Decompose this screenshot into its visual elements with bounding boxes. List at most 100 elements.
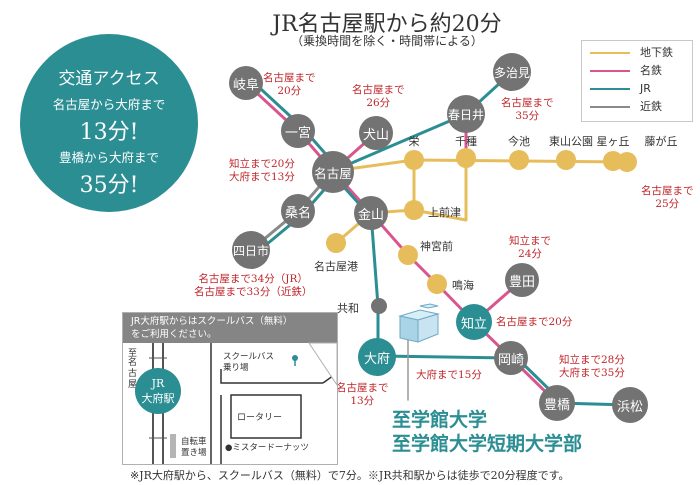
time-yokkaichi-bottom: 名古屋まで33分（近鉄） xyxy=(194,286,313,298)
inset-station-line2: 大府駅 xyxy=(141,392,175,405)
legend-item: JR xyxy=(590,81,690,97)
station-kanayama: 金山 xyxy=(354,196,388,230)
station-higashiyama-marker xyxy=(556,150,576,170)
time-yokkaichi: 名古屋まで34分（JR） 名古屋まで33分（近鉄） xyxy=(194,273,312,299)
station-toyohashi: 豊橋 xyxy=(539,385,575,421)
time-nagoya-top: 知立まで20分 xyxy=(229,158,295,170)
inset-bus-stop-line2: 乗り場 xyxy=(223,363,249,373)
station-nagoya: 名古屋 xyxy=(312,151,354,193)
inset-bus-stop-line1: スクールバス xyxy=(223,352,275,362)
inset-jr-obu-station: JR 大府駅 xyxy=(135,368,181,414)
page-subtitle: （乗換時間を除く・時間帯による） xyxy=(291,34,483,48)
time-kasugai: 名古屋まで 35分 xyxy=(501,97,554,123)
inset-bicycle-line2: 置き場 xyxy=(181,448,207,458)
time-obu-chiryu: 大府まで15分 xyxy=(416,369,482,381)
station-kyowa-label: 共和 xyxy=(337,302,359,315)
access-line2: 豊橋から大府まで xyxy=(58,150,159,165)
station-chikusa-label: 千種 xyxy=(455,135,477,148)
time-inuyama-top: 名古屋まで xyxy=(352,84,405,96)
legend-label: 近鉄 xyxy=(640,100,662,113)
time-chiryu: 名古屋まで20分 xyxy=(496,316,573,328)
station-obu: 大府 xyxy=(358,338,396,376)
legend-item: 近鉄 xyxy=(590,99,690,115)
access-line1: 名古屋から大府まで xyxy=(52,97,166,112)
time-inuyama: 名古屋まで 26分 xyxy=(352,84,405,110)
access-time2: 35分! xyxy=(79,173,139,198)
station-chiryu: 知立 xyxy=(456,304,492,340)
station-fujigaoka-marker xyxy=(617,152,637,172)
access-time1: 13分! xyxy=(79,120,139,145)
time-obu-bottom: 13分 xyxy=(350,395,375,407)
inset-note-line1: JR大府駅からはスクールバス（無料） xyxy=(131,316,293,327)
page-title: JR名古屋駅から約20分 xyxy=(272,12,502,37)
obu-station-inset-map: JR大府駅からはスクールバス（無料） をご利用ください。 至 名古屋 JR 大府… xyxy=(122,312,338,465)
time-fujigaoka-bottom: 25分 xyxy=(655,198,680,210)
time-kasugai-top: 名古屋まで xyxy=(501,97,554,109)
station-gifu: 岐阜 xyxy=(229,66,263,100)
time-toyota-bottom: 24分 xyxy=(518,248,542,260)
station-higashiyama-label: 東山公園 xyxy=(549,135,593,148)
station-imaike-label: 今池 xyxy=(508,135,530,148)
station-sakae-label: 栄 xyxy=(408,135,420,148)
time-toyota: 知立まで 24分 xyxy=(509,235,551,261)
college-name-junior: 至学館大学短期大学部 xyxy=(392,433,583,455)
legend-label: 名鉄 xyxy=(640,64,662,77)
time-yokkaichi-top: 名古屋まで34分（JR） xyxy=(198,273,308,285)
legend-swatch xyxy=(590,70,630,72)
station-nagoyako-label: 名古屋港 xyxy=(314,260,358,273)
time-fujigaoka-top: 名古屋まで xyxy=(641,185,694,197)
station-kasugai: 春日井 xyxy=(447,95,485,133)
inset-note-line2: をご利用ください。 xyxy=(131,329,217,340)
jr-line xyxy=(331,112,468,173)
legend-item: 地下鉄 xyxy=(590,45,690,61)
inset-direction-label: 至 xyxy=(128,349,138,359)
station-narumi-marker xyxy=(427,274,447,294)
campus-building-icon xyxy=(398,303,440,343)
station-jingumae-label: 神宮前 xyxy=(420,240,453,253)
time-gifu-top: 名古屋まで xyxy=(263,72,316,84)
time-nagoya-bottom: 大府まで13分 xyxy=(229,171,295,183)
station-kyowa-marker xyxy=(371,298,387,314)
time-obu-top: 名古屋まで xyxy=(336,382,389,394)
station-narumi-label: 鳴海 xyxy=(452,279,474,292)
station-jingumae-marker xyxy=(398,245,418,265)
station-inuyama: 犬山 xyxy=(359,116,393,150)
time-kasugai-bottom: 35分 xyxy=(515,110,540,122)
station-chikusa-marker xyxy=(456,148,476,168)
legend-swatch xyxy=(590,88,630,90)
inset-direction-name: 名古屋 xyxy=(128,358,138,390)
station-sakae-marker xyxy=(404,150,424,170)
time-okazaki-top: 知立まで28分 xyxy=(559,354,625,366)
inset-bicycle-line1: 自転車 xyxy=(181,437,207,447)
station-imaike-marker xyxy=(509,150,529,170)
station-fujigaoka-label: 藤が丘 xyxy=(644,135,678,148)
college-name: 至学館大学 xyxy=(392,409,488,431)
legend-swatch xyxy=(590,52,630,54)
legend-label: JR xyxy=(640,82,651,95)
station-hamamatsu: 浜松 xyxy=(612,387,648,423)
station-kamimaezu-label: 上前津 xyxy=(428,206,461,219)
legend-label: 地下鉄 xyxy=(640,46,673,59)
inset-header: JR大府駅からはスクールバス（無料） をご利用ください。 xyxy=(123,313,337,343)
inset-station-line1: JR xyxy=(151,377,165,390)
station-tajimi: 多治見 xyxy=(493,53,531,91)
line-legend: 地下鉄 名鉄 JR 近鉄 xyxy=(581,40,693,122)
time-obu: 名古屋まで 13分 xyxy=(336,382,389,408)
station-yokkaichi: 四日市 xyxy=(232,231,270,269)
footnote: ※JR大府駅から、スクールバス（無料）で7分。※JR共和駅からは徒歩で20分程度… xyxy=(130,469,570,482)
time-okazaki-bottom: 大府まで35分 xyxy=(559,367,625,379)
station-kamimaezu-marker xyxy=(404,200,424,220)
time-nagoya-connections: 知立まで20分 大府まで13分 xyxy=(229,158,295,184)
time-gifu: 名古屋まで 20分 xyxy=(263,72,316,98)
station-hoshigaoka-label: 星ヶ丘 xyxy=(596,135,630,148)
access-heading: 交通アクセス xyxy=(58,69,160,89)
time-gifu-bottom: 20分 xyxy=(277,85,302,97)
time-fujigaoka: 名古屋まで 25分 xyxy=(641,185,694,211)
legend-swatch xyxy=(590,106,630,108)
legend-item: 名鉄 xyxy=(590,63,690,79)
station-toyota: 豊田 xyxy=(505,263,539,297)
station-ichinomiya: 一宮 xyxy=(281,114,315,148)
station-kuwana: 桑名 xyxy=(281,194,315,228)
station-okazaki: 岡崎 xyxy=(494,341,528,375)
